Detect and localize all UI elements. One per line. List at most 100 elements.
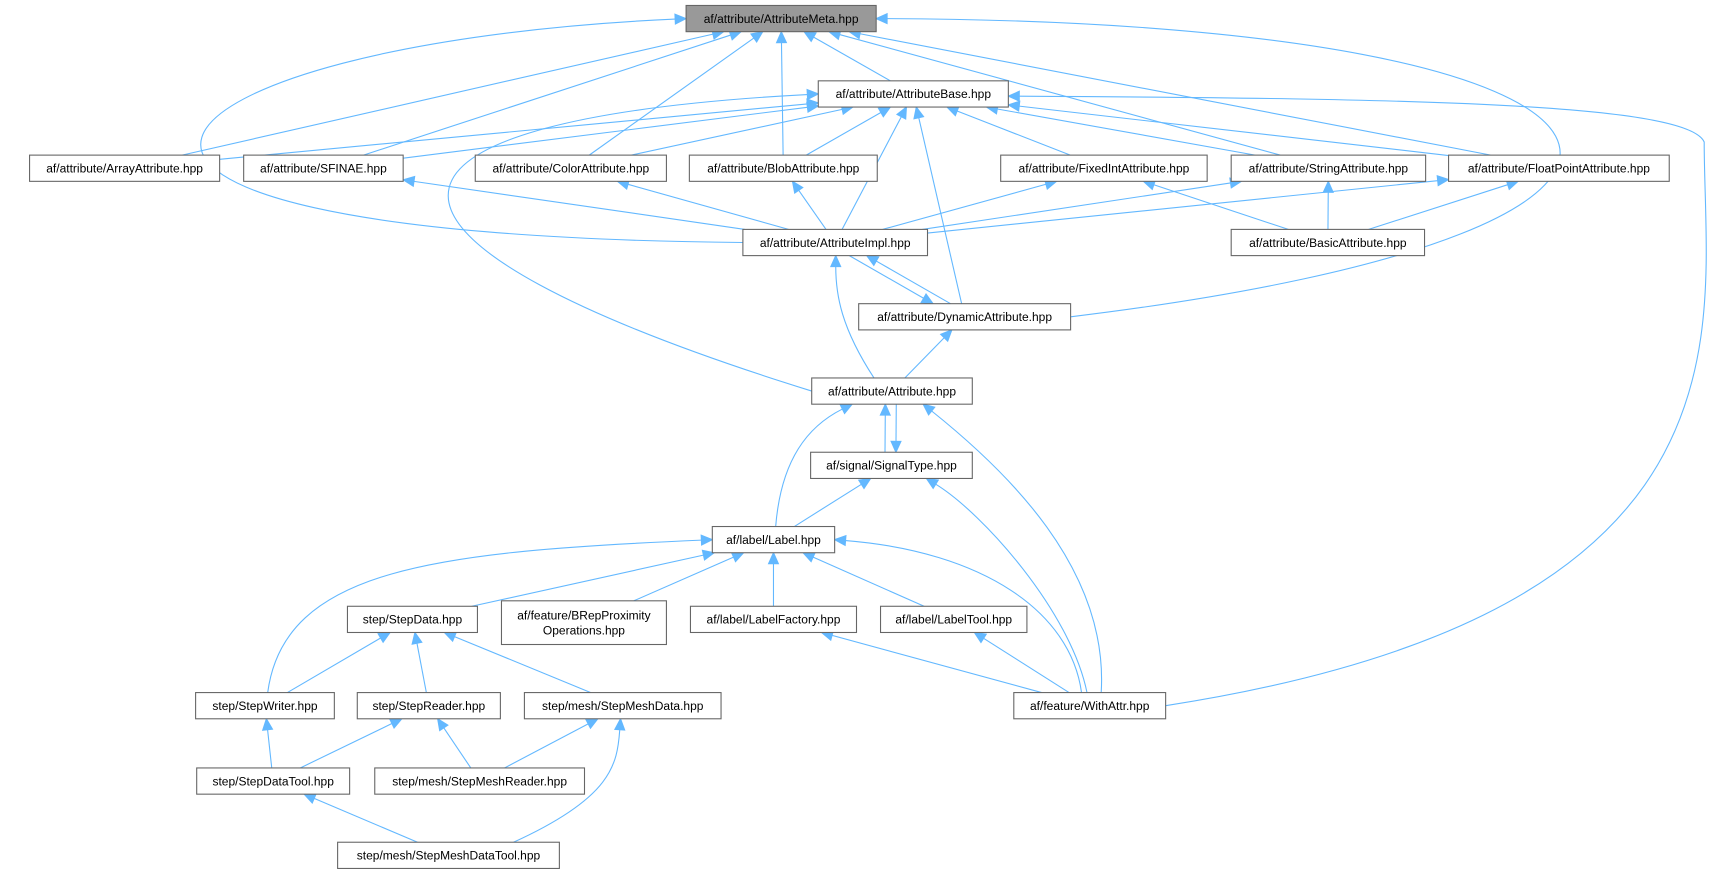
edge-arrowhead [895,105,908,120]
node-label: af/attribute/ColorAttribute.hpp [492,161,649,175]
node-dynamic-attribute[interactable]: af/attribute/DynamicAttribute.hpp [858,303,1072,331]
edge-arrowhead [857,477,872,490]
node-label: af/attribute/Attribute.hpp [828,384,956,398]
node-label: af/feature/WithAttr.hpp [1030,699,1150,713]
edge-arrowhead [839,403,854,415]
node-label-tool[interactable]: af/label/LabelTool.hpp [879,605,1028,634]
edge-dynamic-to-base [918,117,963,304]
edge-dynamic-to-meta [887,18,1561,318]
node-label: af/label/LabelFactory.hpp [707,613,841,627]
edge-sfinae-to-meta [363,34,731,156]
node-label: step/StepReader.hpp [372,699,485,713]
edge-arrowhead [730,552,745,563]
node-step-mesh-reader[interactable]: step/mesh/StepMeshReader.hpp [374,767,586,795]
edge-arrowhead [1007,100,1021,112]
node-label: step/mesh/StepMeshReader.hpp [392,774,567,788]
edge-arrowhead [1007,90,1020,102]
edge-label-to-signal [794,483,862,527]
node-brep-proximity-operations[interactable]: af/feature/BRepProximity Operations.hpp [500,600,667,646]
edge-arrowhead [261,717,274,731]
edge-arrowhead [377,631,392,644]
edge-arrowhead [613,717,626,731]
edge-arrowhead [920,292,935,305]
edge-arrowhead [700,534,714,546]
node-step-writer[interactable]: step/StepWriter.hpp [195,692,335,720]
node-sfinae[interactable]: af/attribute/SFINAE.hpp [243,154,404,182]
edge-impl-to-sfinae [413,180,745,230]
edge-arrowhead [877,106,892,118]
edge-color-to-meta [588,37,755,156]
edge-attribute-to-impl [835,266,875,379]
nodes-layer: af/attribute/AttributeMeta.hpp af/attrib… [29,4,1670,869]
edge-blob-to-meta [780,42,784,156]
node-attribute-meta[interactable]: af/attribute/AttributeMeta.hpp [685,4,877,33]
node-label: af/attribute/BlobAttribute.hpp [707,161,859,175]
node-label: af/attribute/AttributeMeta.hpp [704,12,859,26]
edge-floatpoint-to-meta [859,33,1491,156]
edge-array-to-meta [181,33,714,156]
node-color-attribute[interactable]: af/attribute/ColorAttribute.hpp [474,154,667,182]
node-label: step/mesh/StepMeshData.hpp [542,699,704,713]
node-step-data[interactable]: step/StepData.hpp [346,605,478,634]
edge-arrowhead [1322,180,1334,193]
edge-arrowhead [1436,174,1450,187]
edge-stepmeshdata-to-stepdata [454,636,591,694]
node-step-mesh-data-tool[interactable]: step/mesh/StepMeshDataTool.hpp [337,841,560,869]
node-attribute-base[interactable]: af/attribute/AttributeBase.hpp [817,80,1009,108]
edge-basic-to-fixedint [1153,184,1289,230]
node-attribute[interactable]: af/attribute/Attribute.hpp [811,377,973,405]
node-label-hpp[interactable]: af/label/Label.hpp [711,525,836,554]
edge-arrowhead [750,30,764,44]
node-label: step/StepDataTool.hpp [212,774,334,788]
edge-withattr-to-label [845,539,1083,693]
edge-arrowhead [865,254,880,267]
edge-label-to-attribute [775,408,843,527]
edge-array-to-base [219,103,808,160]
edge-arrowhead [802,31,817,43]
edge-dynamic-to-impl [875,260,951,305]
edge-base-to-meta [813,36,891,82]
edge-arrowhead [879,402,892,416]
edge-withattr-to-attribute [931,410,1103,693]
node-blob-attribute[interactable]: af/attribute/BlobAttribute.hpp [688,154,878,182]
edge-arrowhead [443,631,458,643]
edge-withattr-to-signal [935,483,1088,693]
edge-arrowhead [674,13,688,25]
node-string-attribute[interactable]: af/attribute/StringAttribute.hpp [1230,154,1427,182]
node-basic-attribute[interactable]: af/attribute/BasicAttribute.hpp [1230,228,1426,257]
node-array-attribute[interactable]: af/attribute/ArrayAttribute.hpp [29,154,221,182]
node-step-data-tool[interactable]: step/StepDataTool.hpp [196,767,351,795]
edge-withattr-to-base [1019,95,1707,707]
node-label: af/signal/SignalType.hpp [826,459,957,473]
edge-string-to-base [997,108,1256,156]
edge-blob-to-base [805,111,882,156]
edge-arrowhead [874,12,888,25]
edge-brep-to-label [633,556,734,602]
edge-arrowhead [833,534,847,547]
edge-impl-to-dynamic [849,255,924,299]
edge-arrowhead [925,477,940,490]
node-attribute-impl[interactable]: af/attribute/AttributeImpl.hpp [742,228,929,257]
edge-arrowhead [939,328,953,343]
node-fixed-int-attribute[interactable]: af/attribute/FixedIntAttribute.hpp [1000,154,1208,182]
edge-impl-to-string [922,182,1231,230]
node-label: step/StepData.hpp [363,613,463,627]
edge-withattr-to-labelfactory [831,634,1042,694]
edge-impl-to-color [627,183,789,230]
edge-arrowhead [302,793,317,804]
node-float-point-attribute[interactable]: af/attribute/FloatPointAttribute.hpp [1448,154,1670,182]
edge-labeltool-to-label [812,556,925,607]
edge-stepwriter-to-stepdata [287,637,381,694]
node-label: af/label/Label.hpp [726,533,821,547]
node-step-reader[interactable]: step/StepReader.hpp [356,692,501,720]
node-label-factory[interactable]: af/label/LabelFactory.hpp [689,605,858,634]
edge-stepdatatool-to-stepwriter [267,729,273,769]
edge-arrowhead [806,88,820,101]
node-step-mesh-data[interactable]: step/mesh/StepMeshData.hpp [523,692,722,720]
node-signal-type[interactable]: af/signal/SignalType.hpp [810,451,973,480]
node-label-line1: af/feature/BRepProximity [517,608,650,622]
edge-fixedint-to-base [956,110,1071,156]
node-with-attr[interactable]: af/feature/WithAttr.hpp [1013,692,1167,720]
edge-arrowhead [791,180,804,195]
edge-arrowhead [922,403,936,416]
